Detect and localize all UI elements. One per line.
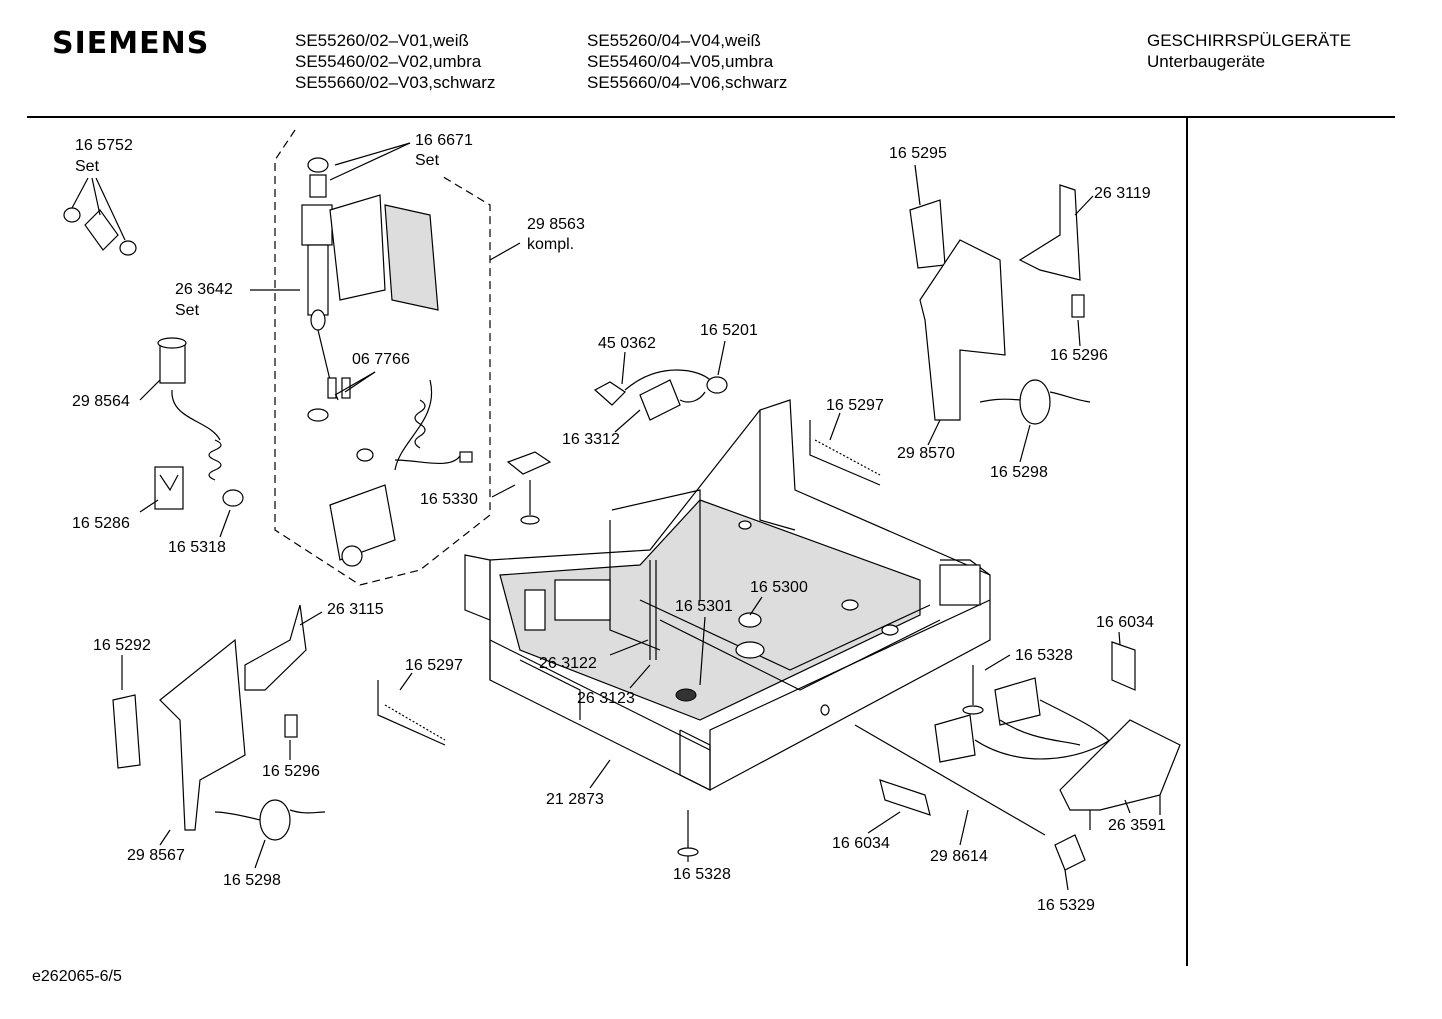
- part-label: 16 5298: [223, 872, 281, 889]
- part-label: 16 5292: [93, 637, 151, 654]
- part-label: 26 3123: [577, 690, 635, 707]
- part-label: 16 5752: [75, 137, 133, 154]
- hinge-left-drawing: [112, 604, 326, 841]
- category-title: GESCHIRRSPÜLGERÄTE Unterbaugeräte: [1147, 30, 1351, 72]
- part-label: 16 5297: [826, 397, 884, 414]
- category-line: Unterbaugeräte: [1147, 52, 1266, 71]
- door-switch-drawing: [593, 369, 728, 421]
- model-line: SE55660/04–V06,schwarz: [587, 73, 788, 92]
- part-label: Set: [175, 302, 200, 319]
- part-label: 26 3115: [327, 601, 384, 618]
- model-line: SE55260/02–V01,weiß: [295, 31, 469, 50]
- hinge-right-drawing: [909, 184, 1091, 425]
- part-label: 16 5296: [262, 763, 320, 780]
- part-label: 29 8614: [930, 848, 988, 865]
- brand-logo: SIEMENS: [52, 26, 210, 61]
- part-label: 16 5297: [405, 657, 463, 674]
- part-label: 16 5298: [990, 464, 1048, 481]
- button-pad-drawing: [506, 451, 552, 525]
- document-code: e262065-6/5: [32, 968, 122, 985]
- part-label: 16 5318: [168, 539, 226, 556]
- part-label: 26 3642: [175, 281, 233, 298]
- part-label: 16 5330: [420, 491, 478, 508]
- part-label: 16 5300: [750, 579, 808, 596]
- part-label: 16 5329: [1037, 897, 1095, 914]
- part-label: 16 5301: [675, 598, 733, 615]
- part-label: 06 7766: [352, 351, 410, 368]
- part-label: 16 5201: [700, 322, 758, 339]
- spring-left-drawing: [377, 680, 446, 746]
- part-label: 16 6034: [832, 835, 890, 852]
- part-label: 16 5328: [1015, 647, 1073, 664]
- part-label: 29 8570: [897, 445, 955, 462]
- part-label: 45 0362: [598, 335, 656, 352]
- part-label: 26 3122: [539, 655, 597, 672]
- part-label: Set: [75, 158, 100, 175]
- part-label: 26 3119: [1094, 185, 1151, 202]
- wiring-harness-drawing: [934, 677, 1111, 763]
- part-label: 16 3312: [562, 431, 620, 448]
- part-label: 29 8563: [527, 216, 585, 233]
- part-label: 26 3591: [1108, 817, 1166, 834]
- hose-set-drawing: [63, 207, 137, 256]
- sensor-rod-drawing: [854, 724, 1086, 871]
- part-label: 29 8567: [127, 847, 185, 864]
- connector-strip-drawing: [879, 641, 1136, 816]
- category-line: GESCHIRRSPÜLGERÄTE: [1147, 31, 1352, 50]
- model-list-left: SE55260/02–V01,weiß SE55460/02–V02,umbra…: [295, 30, 495, 93]
- assembly-outline: [274, 129, 491, 586]
- part-label: Set: [415, 152, 440, 169]
- part-label: 16 6671: [415, 132, 473, 149]
- part-label: 16 6034: [1096, 614, 1154, 631]
- leader-lines: [71, 142, 1131, 891]
- model-line: SE55460/04–V05,umbra: [587, 52, 774, 71]
- model-line: SE55460/02–V02,umbra: [295, 52, 482, 71]
- part-label: 29 8564: [72, 393, 130, 410]
- part-label: 16 5295: [889, 145, 947, 162]
- control-board-drawing: [1059, 719, 1181, 830]
- spring-right-drawing: [809, 420, 881, 486]
- base-tub-drawing: [464, 399, 991, 791]
- part-label: 21 2873: [546, 791, 604, 808]
- part-label: 16 5328: [673, 866, 731, 883]
- model-list-right: SE55260/04–V04,weiß SE55460/04–V05,umbra…: [587, 30, 787, 93]
- part-labels: 16 5752 Set 16 6671 Set 29 8563 kompl. 2…: [72, 132, 1166, 914]
- part-label: kompl.: [527, 236, 574, 253]
- drain-hose-drawing: [157, 337, 244, 507]
- model-line: SE55660/02–V03,schwarz: [295, 73, 496, 92]
- part-label: 16 5296: [1050, 347, 1108, 364]
- clip-drawing: [154, 466, 184, 510]
- part-label: 16 5286: [72, 515, 130, 532]
- model-line: SE55260/04–V04,weiß: [587, 31, 761, 50]
- screws-drawing: [677, 665, 984, 857]
